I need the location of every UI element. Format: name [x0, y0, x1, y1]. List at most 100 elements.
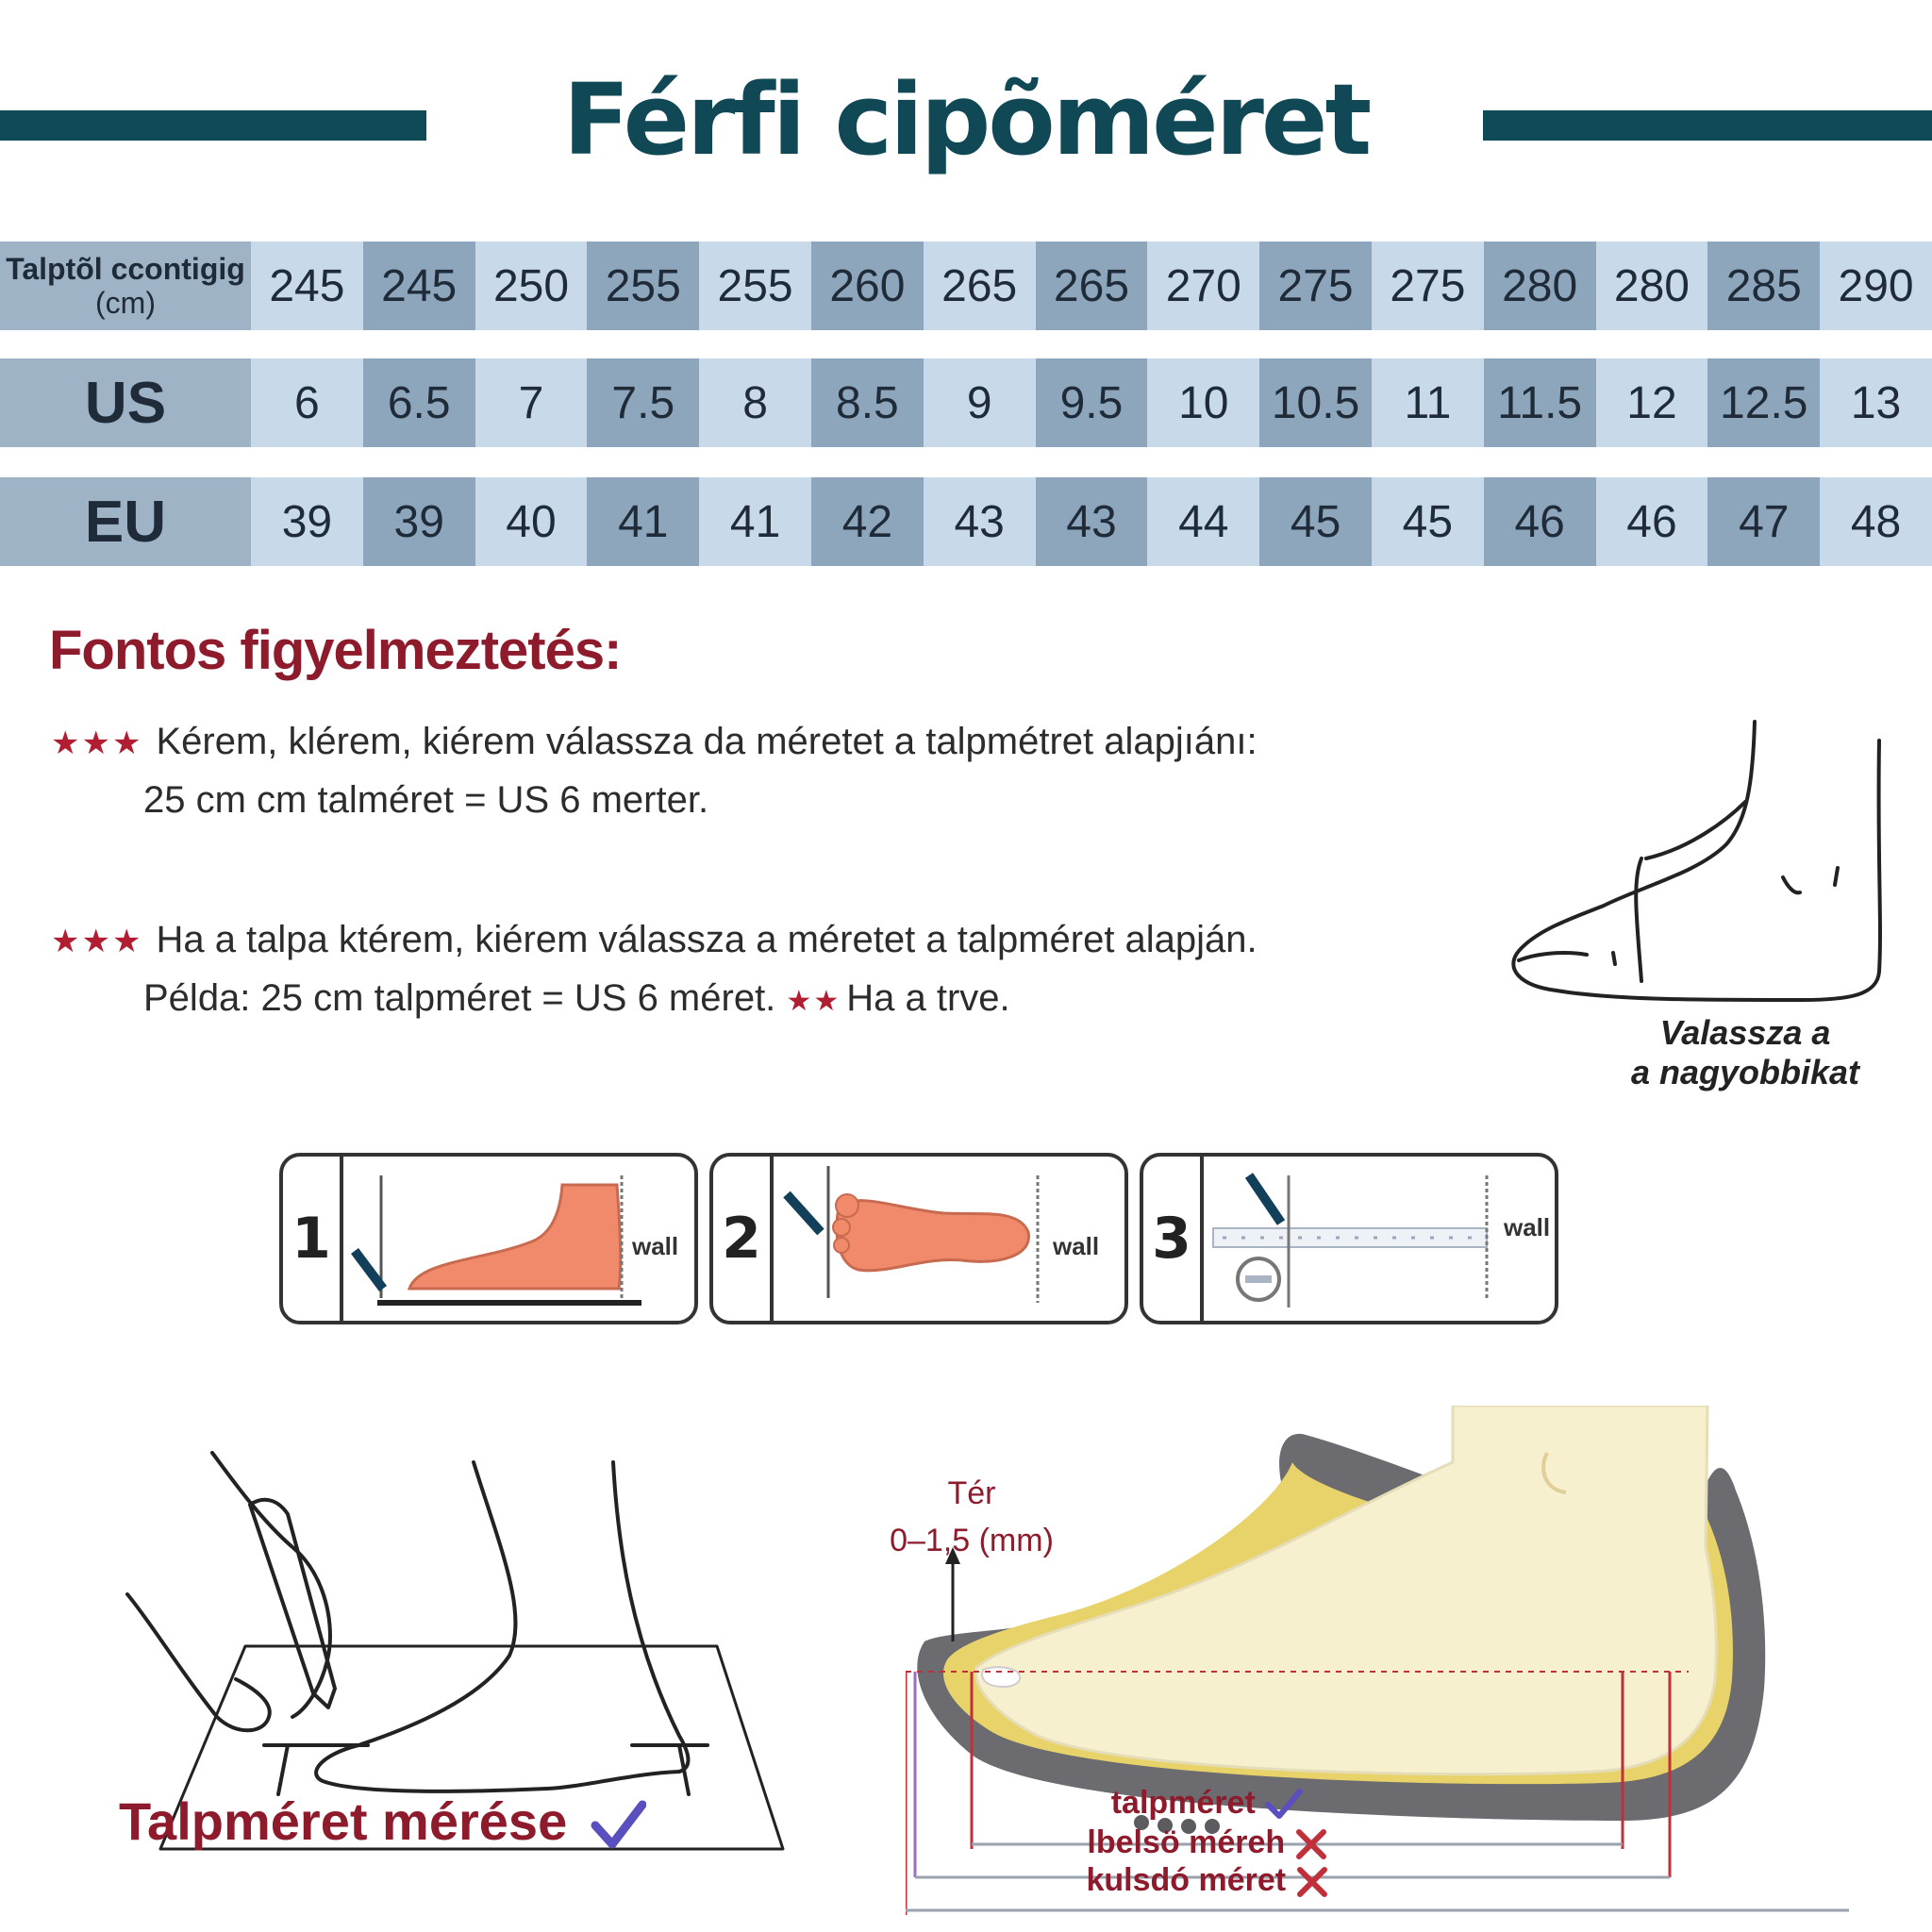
- size-table-cell: 7.5: [587, 358, 700, 447]
- size-table-cell: 290: [1820, 242, 1932, 330]
- measure-label: Talpméret mérése: [119, 1790, 647, 1852]
- size-table-cell: 39: [362, 477, 475, 566]
- measurement-label: kulsdó méret: [1086, 1862, 1287, 1898]
- size-table-cell: 275: [1259, 242, 1372, 330]
- size-table-cell: 245: [251, 242, 363, 330]
- wall-label: wall: [1053, 1232, 1100, 1260]
- ruler-icon: [1212, 1173, 1489, 1307]
- row-header-line: (cm): [95, 286, 156, 320]
- measurement-kulso-meret: kulsdó méret: [972, 1862, 1443, 1899]
- size-table-cell: 41: [699, 477, 811, 566]
- step-box-3: 3 wall: [1140, 1153, 1558, 1324]
- row-header-line: Talptõl ccontigig: [6, 252, 245, 286]
- step-number: 2: [713, 1157, 774, 1321]
- size-table-cell: 48: [1820, 477, 1932, 566]
- size-table-cell: 11: [1371, 358, 1484, 447]
- size-table-cell: 47: [1707, 477, 1821, 566]
- size-table-cell: 12: [1595, 358, 1708, 447]
- measurement-label: lbelsö méreh: [1087, 1824, 1286, 1860]
- size-table-cell: 265: [923, 242, 1036, 330]
- step-number: 3: [1143, 1157, 1204, 1321]
- size-table-cell: 12.5: [1707, 358, 1821, 447]
- size-table-cell: 6.5: [362, 358, 475, 447]
- step-box-2: 2 wall: [709, 1153, 1128, 1324]
- size-table-cell: 245: [362, 242, 475, 330]
- cross-icon: [1295, 1829, 1326, 1860]
- step-number: 1: [283, 1157, 343, 1321]
- cross-icon: [1296, 1867, 1327, 1898]
- size-table-cell: 8: [699, 358, 811, 447]
- wall-label: wall: [1504, 1213, 1551, 1241]
- size-table-cell: 46: [1483, 477, 1596, 566]
- check-icon: [1265, 1789, 1304, 1820]
- size-table-cell: 10: [1147, 358, 1260, 447]
- warning-paragraph-2: ★★★ Ha a talpa ktérem, kiérem válassza a …: [51, 911, 1466, 1030]
- size-table-cell: 9: [923, 358, 1036, 447]
- step-box-1: 1 wall: [279, 1153, 698, 1324]
- check-icon: [591, 1800, 647, 1849]
- space-label-line: Tér: [947, 1475, 996, 1511]
- size-table-cell: 45: [1371, 477, 1484, 566]
- foot-side-icon: [351, 1175, 641, 1306]
- size-table-cell: 265: [1035, 242, 1148, 330]
- size-table-cell: 250: [475, 242, 588, 330]
- warning-paragraph-1: ★★★ Kérem, klérem, kiérem válassza da mér…: [51, 713, 1466, 828]
- title-bar-right: [1483, 110, 1932, 141]
- stars-icon: ★★: [786, 986, 841, 1017]
- size-table-cell: 285: [1707, 242, 1821, 330]
- size-table-cell: 46: [1595, 477, 1708, 566]
- size-table-cell: 7: [475, 358, 588, 447]
- warning-text: Ha a talpa ktérem, kiérem válassza a mér…: [156, 919, 1257, 960]
- size-table-cell: 9.5: [1035, 358, 1148, 447]
- size-table-row-header: US: [0, 358, 251, 447]
- size-table-cell: 39: [251, 477, 363, 566]
- size-table-cell: 45: [1259, 477, 1372, 566]
- size-table-cell: 44: [1147, 477, 1260, 566]
- size-table-cell: 41: [587, 477, 700, 566]
- space-label: Tér 0–1,5 (mm): [877, 1470, 1066, 1564]
- stars-icon: ★★★: [51, 924, 143, 959]
- size-table-cell: 8.5: [810, 358, 924, 447]
- size-table-cell: 280: [1595, 242, 1708, 330]
- size-table-cell: 43: [1035, 477, 1148, 566]
- size-table-cell: 275: [1371, 242, 1484, 330]
- warning-line: ★★★ Ha a talpa ktérem, kiérem válassza a …: [51, 911, 1466, 970]
- measure-label-text: Talpméret mérése: [119, 1791, 568, 1851]
- foot-caption-line: Valassza a: [1659, 1013, 1831, 1052]
- measurement-talpmeret: talpméret: [972, 1785, 1443, 1822]
- size-table-row-header: EU: [0, 477, 251, 566]
- warning-line: ★★★ Kérem, klérem, kiérem válassza da mér…: [51, 713, 1466, 772]
- measurement-belso-meret: lbelsö méreh: [972, 1824, 1443, 1861]
- measurement-label: talpméret: [1110, 1785, 1256, 1821]
- size-table-cell: 40: [475, 477, 588, 566]
- foot-top-icon: [783, 1166, 1040, 1303]
- warning-title: Fontos figyelmeztetés:: [49, 620, 622, 681]
- warning-text: Példa: 25 cm talpméret = US 6 méret.: [143, 977, 776, 1019]
- stars-icon: ★★★: [51, 725, 143, 761]
- size-table-cell: 13: [1820, 358, 1932, 447]
- warning-text: Ha a trve.: [846, 977, 1010, 1019]
- foot-caption: Valassza a a nagyobbikat: [1538, 1013, 1932, 1092]
- size-table-cell: 260: [810, 242, 924, 330]
- foot-tracing-illustration: [125, 1451, 785, 1851]
- size-table-row-header: Talptõl ccontigig(cm): [0, 242, 251, 330]
- size-table-cell: 11.5: [1483, 358, 1596, 447]
- space-label-line: 0–1,5 (mm): [890, 1523, 1054, 1558]
- size-table-cell: 270: [1147, 242, 1260, 330]
- wall-label: wall: [632, 1232, 679, 1260]
- size-table-cell: 280: [1483, 242, 1596, 330]
- foot-caption-line: a nagyobbikat: [1630, 1053, 1860, 1091]
- warning-line: Példa: 25 cm talpméret = US 6 méret. ★★H…: [51, 970, 1466, 1030]
- row-header-label: EU: [84, 489, 167, 555]
- foot-outline-illustration: [1511, 720, 1882, 1002]
- size-table-cell: 255: [699, 242, 811, 330]
- row-header-label: US: [84, 370, 167, 436]
- warning-text: Kérem, klérem, kiérem válassza da mérete…: [156, 721, 1257, 762]
- size-table-cell: 10.5: [1259, 358, 1372, 447]
- warning-line: 25 cm cm talméret = US 6 merter.: [143, 779, 709, 821]
- size-table-cell: 6: [251, 358, 363, 447]
- size-table-cell: 43: [923, 477, 1036, 566]
